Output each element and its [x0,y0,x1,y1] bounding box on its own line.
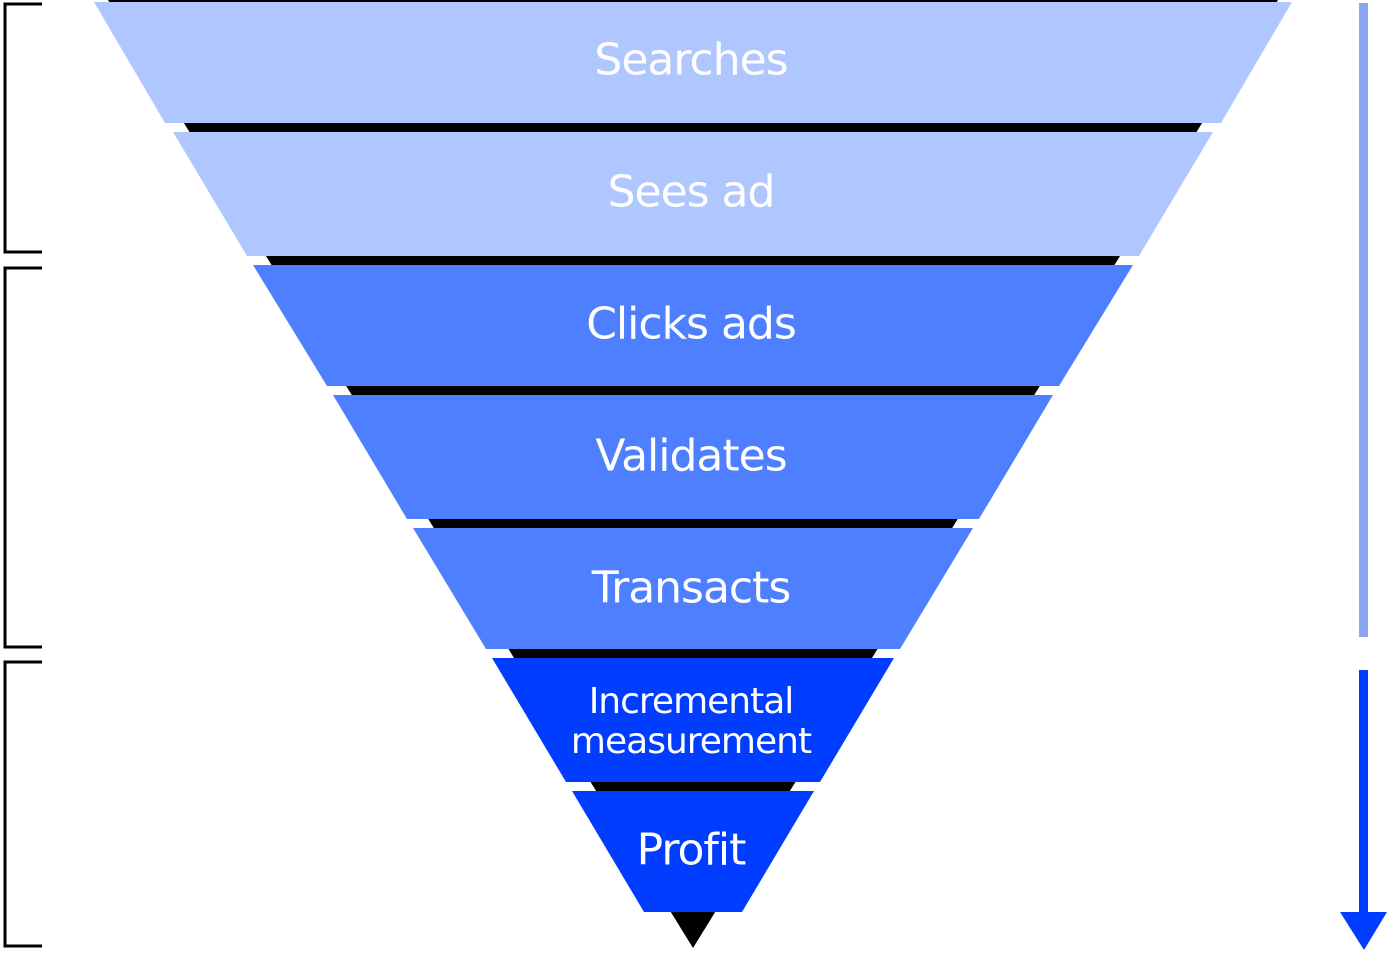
funnel-stage-clicks-ads [253,265,1133,386]
flow-line-dark [1359,670,1368,920]
bracket-engagement [3,266,42,649]
stage-label-line-1: Incremental [588,681,795,722]
stage-label-line-2: measurement [570,721,812,762]
funnel-stage-searches [94,2,1292,123]
funnel-stage-validates [333,395,1053,519]
funnel-stage-transacts [413,528,973,649]
funnel-stage-sees-ad [173,132,1213,256]
stage-label-profit: Profit [636,824,747,876]
stage-label-clicks-ads: Clicks ads [586,298,797,350]
stage-label-searches: Searches [594,34,788,86]
flow-line-light [1359,3,1368,637]
bracket-outcome [3,660,42,948]
funnel-stage-incremental-measurement [492,658,894,782]
stage-label-transacts: Transacts [591,562,792,614]
bracket-awareness [3,2,42,254]
arrow-down-icon [1340,912,1387,950]
stage-label-sees-ad: Sees ad [607,166,776,218]
stage-label-validates: Validates [595,430,787,482]
stage-label-incremental-measurement: Incremental measurement [570,681,812,762]
funnel-stage-profit [572,791,814,912]
